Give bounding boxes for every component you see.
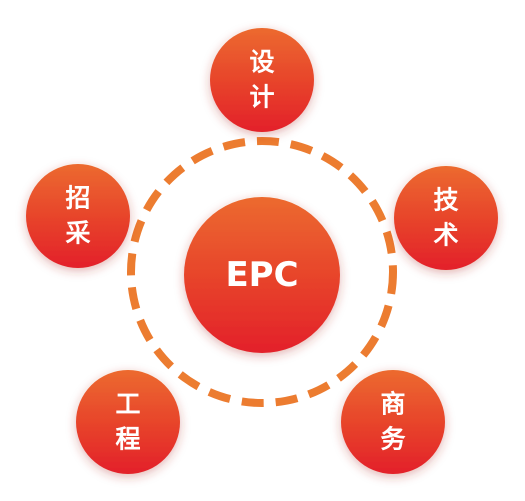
center-node: EPC [184,197,340,353]
node-engineering: 工 程 [76,370,180,474]
node-design-label-1: 设 [249,48,274,77]
node-procurement-label-2: 采 [65,219,90,248]
node-design-label-2: 计 [249,83,274,112]
node-engineering-label-2: 程 [115,425,140,454]
center-circle [184,197,340,353]
node-technology-label-2: 术 [433,221,458,250]
center-label: EPC [225,255,298,295]
node-procurement-circle [26,164,130,268]
node-design: 设 计 [210,28,314,132]
node-procurement: 招 采 [26,164,130,268]
node-business-circle [341,370,445,474]
node-design-circle [210,28,314,132]
node-engineering-circle [76,370,180,474]
node-business-label-2: 务 [380,425,405,454]
node-business-label-1: 商 [380,390,405,419]
node-procurement-label-1: 招 [65,184,90,213]
node-business: 商 务 [341,370,445,474]
node-technology: 技 术 [394,166,498,270]
node-engineering-label-1: 工 [115,390,140,419]
dashed-orbit-ring [127,137,397,407]
node-technology-circle [394,166,498,270]
node-technology-label-1: 技 [433,186,458,215]
